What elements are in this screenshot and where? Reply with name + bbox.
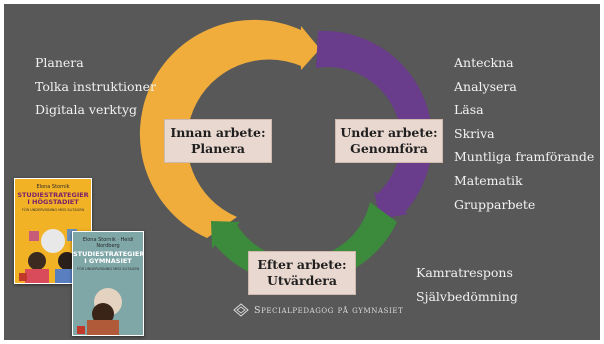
right-list: Anteckna Analysera Läsa Skriva Muntliga … (454, 51, 594, 216)
book-author: Elona Stornik · Heidi Nordberg (82, 237, 134, 249)
phase-after-line1: Efter arbete: (257, 257, 347, 272)
book-subtitle: FÖR UNDERVISNING MED SLITAGEN (21, 208, 85, 212)
slide: Planera Tolka instruktioner Digitala ver… (4, 4, 600, 340)
phase-before-line1: Innan arbete: (170, 125, 266, 140)
left-list: Planera Tolka instruktioner Digitala ver… (35, 51, 156, 122)
phase-during-line1: Under arbete: (340, 125, 438, 140)
book-author: Elona Stornik (36, 184, 70, 190)
book-title-line: STUDIESTRATEGIER (73, 250, 144, 258)
bottom-list-item: Kamratrespons (416, 265, 513, 280)
right-list-item: Matematik (454, 172, 523, 188)
book-title-line: I GYMNASIET (84, 257, 132, 265)
book-cover-gymnasiet: Elona Stornik · Heidi Nordberg STUDIESTR… (72, 231, 144, 336)
phase-after-line2: Utvärdera (266, 273, 337, 288)
right-list-item: Läsa (454, 102, 484, 118)
bottom-list-item: Självbedömning (416, 289, 518, 304)
right-list-item: Grupparbete (454, 196, 536, 212)
book-title: STUDIESTRATEGIER I GYMNASIET (73, 251, 143, 265)
diamond-logo-icon (233, 303, 249, 317)
right-list-item: Analysera (454, 78, 517, 94)
phase-box-during: Under arbete: Genomföra (335, 119, 443, 163)
book-subtitle: FÖR UNDERVISNING MED SLITAGEN (76, 267, 140, 271)
right-list-item: Skriva (454, 125, 495, 141)
left-list-item: Planera (35, 55, 84, 70)
cycle-arc-before (139, 19, 320, 238)
right-list-item: Muntliga framförande (454, 149, 595, 165)
left-list-item: Tolka instruktioner (35, 78, 156, 94)
bottom-list: Kamratrespons Självbedömning (416, 261, 518, 309)
right-list-item: Anteckna (454, 55, 514, 70)
book-illustration-icon (77, 288, 122, 335)
phase-box-before: Innan arbete: Planera (164, 119, 272, 163)
phase-during-line2: Genomföra (350, 141, 428, 156)
brand-logo: Specialpedagog på gymnasiet (233, 303, 403, 317)
phase-box-after: Efter arbete: Utvärdera (248, 251, 356, 295)
left-list-item: Digitala verktyg (35, 102, 138, 118)
cycle-arc-during (316, 30, 433, 220)
brand-text: Specialpedagog på gymnasiet (254, 304, 404, 316)
book-title-line: STUDIESTRATEGIER (17, 191, 89, 199)
book-title-line: I HÖGSTADIET (27, 198, 79, 206)
book-title: STUDIESTRATEGIER I HÖGSTADIET (15, 192, 91, 206)
phase-before-line2: Planera (191, 141, 245, 156)
